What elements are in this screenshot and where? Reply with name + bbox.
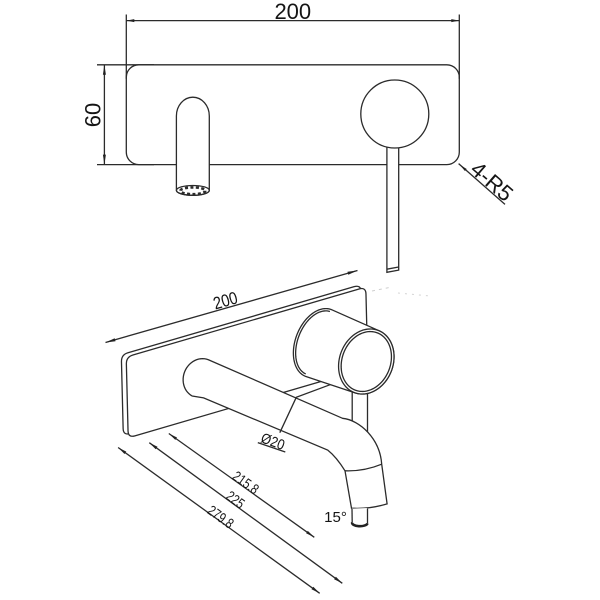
svg-text:Ø20: Ø20	[259, 430, 287, 453]
svg-text:200: 200	[274, 0, 311, 24]
svg-text:60: 60	[81, 103, 106, 127]
svg-text:15°: 15°	[324, 509, 347, 526]
